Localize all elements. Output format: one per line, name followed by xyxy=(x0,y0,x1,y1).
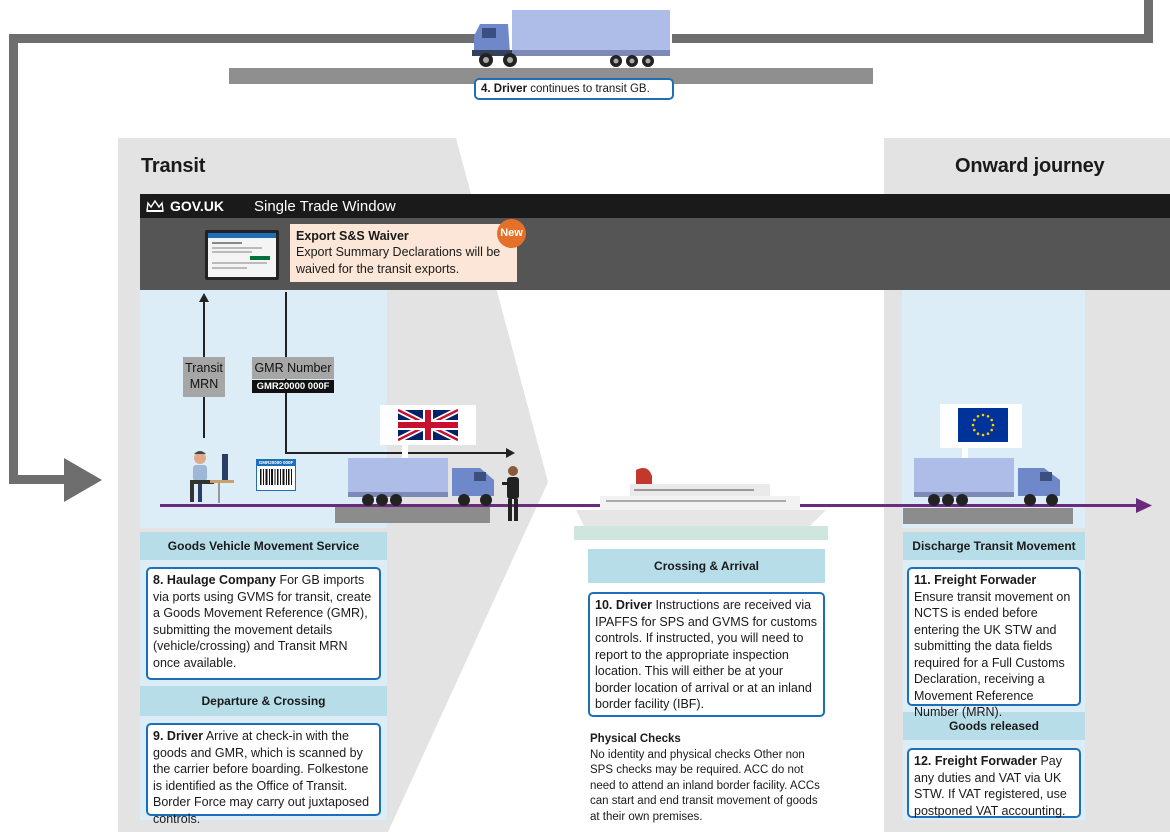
step-10-num: 10. xyxy=(595,598,613,612)
truck-onward-icon xyxy=(914,458,1060,506)
top-road xyxy=(229,68,873,84)
waiver-title: Export S&S Waiver xyxy=(296,229,409,243)
step-10-text: Instructions are received via IPAFFS for… xyxy=(595,598,818,711)
physical-checks-text: No identity and physical checks Other no… xyxy=(590,748,820,823)
gmr-right-arrow-icon xyxy=(506,448,515,458)
step-4-num: 4. xyxy=(481,83,491,95)
step-8-box: 8. Haulage Company For GB imports via po… xyxy=(146,567,381,680)
flow-arrow-head-icon xyxy=(64,458,102,502)
gmr-number-label: GMR Number xyxy=(252,357,334,379)
route-arrow-icon xyxy=(1136,498,1152,513)
person-at-computer-icon xyxy=(190,451,234,503)
crown-icon xyxy=(146,199,164,212)
stage-crossing-arrival: Crossing & Arrival xyxy=(588,549,825,583)
stw-service-name: Single Trade Window xyxy=(254,198,396,215)
uk-flag-icon xyxy=(398,409,458,441)
stage-discharge: Discharge Transit Movement xyxy=(903,532,1085,560)
truck-checkin-icon xyxy=(348,458,494,506)
barcode-icon xyxy=(260,469,292,485)
step-8-num: 8. xyxy=(153,573,164,587)
transit-mrn-label: Transit MRN xyxy=(183,357,225,397)
step-9-text: Arrive at check-in with the goods and GM… xyxy=(153,729,370,826)
step-8-actor: Haulage Company xyxy=(166,573,276,587)
stage-goods-released: Goods released xyxy=(903,712,1085,740)
stage-departure-crossing: Departure & Crossing xyxy=(140,686,387,716)
step-11-text: Ensure transit movement on NCTS is ended… xyxy=(914,589,1071,720)
step-4-box: 4. Driver continues to transit GB. xyxy=(474,78,674,100)
physical-checks: Physical Checks No identity and physical… xyxy=(590,732,830,825)
eu-flag-icon xyxy=(958,408,1008,442)
govuk-brand: GOV.UK xyxy=(170,198,224,214)
step-12-box: 12. Freight Forwader Pay any duties and … xyxy=(907,748,1081,818)
transit-title: Transit xyxy=(141,155,206,177)
step-9-num: 9. xyxy=(153,729,164,743)
physical-checks-title: Physical Checks xyxy=(590,733,681,745)
transit-mrn-line2: MRN xyxy=(189,377,219,392)
ferry-icon xyxy=(574,468,828,540)
border-officer-icon xyxy=(502,466,519,521)
checkin-platform xyxy=(335,507,490,523)
step-4-text: continues to transit GB. xyxy=(527,83,650,95)
onward-journey-title: Onward journey xyxy=(955,155,1105,177)
gmr-horizontal-line xyxy=(285,452,509,454)
truck-icon xyxy=(472,10,670,67)
stw-header-bar: GOV.UK Single Trade Window xyxy=(140,194,1170,218)
step-11-box: 11. Freight Forwader Ensure transit move… xyxy=(907,567,1081,719)
step-12-actor: Freight Forwader xyxy=(934,754,1037,768)
onward-platform xyxy=(903,508,1073,524)
step-10-actor: Driver xyxy=(615,598,653,612)
mrn-up-arrow-icon xyxy=(199,293,209,302)
step-11-actor: Freight Forwader xyxy=(934,573,1037,587)
waiver-text: Export Summary Declarations will be waiv… xyxy=(296,245,501,276)
flow-line-bottom xyxy=(9,475,71,484)
flow-line-right-stub xyxy=(1144,0,1153,43)
barcode-card-code: GMR20000 000F xyxy=(257,460,295,466)
stage-gvms: Goods Vehicle Movement Service xyxy=(140,532,387,560)
step-12-num: 12. xyxy=(914,754,932,768)
barcode-card: GMR20000 000F xyxy=(256,459,296,491)
step-10-box: 10. Driver Instructions are received via… xyxy=(588,592,825,717)
step-11-num: 11. xyxy=(914,573,931,587)
flow-line-left xyxy=(9,34,18,484)
flow-line-top xyxy=(9,34,475,43)
step-9-actor: Driver xyxy=(166,729,204,743)
waiver-box: Export S&S Waiver Export Summary Declara… xyxy=(290,224,517,282)
gmr-number-code: GMR20000 000F xyxy=(252,380,334,393)
flow-line-top-right xyxy=(672,34,1151,43)
step-12-text: Pay any duties and VAT via UK STW. If VA… xyxy=(914,754,1067,818)
transit-mrn-line1: Transit xyxy=(185,361,223,375)
new-badge: New xyxy=(497,219,526,248)
step-4-actor: Driver xyxy=(493,83,528,95)
computer-screen-icon xyxy=(205,230,279,280)
step-8-text: For GB imports via ports using GVMS for … xyxy=(153,573,372,670)
step-9-box: 9. Driver Arrive at check-in with the go… xyxy=(146,723,381,826)
